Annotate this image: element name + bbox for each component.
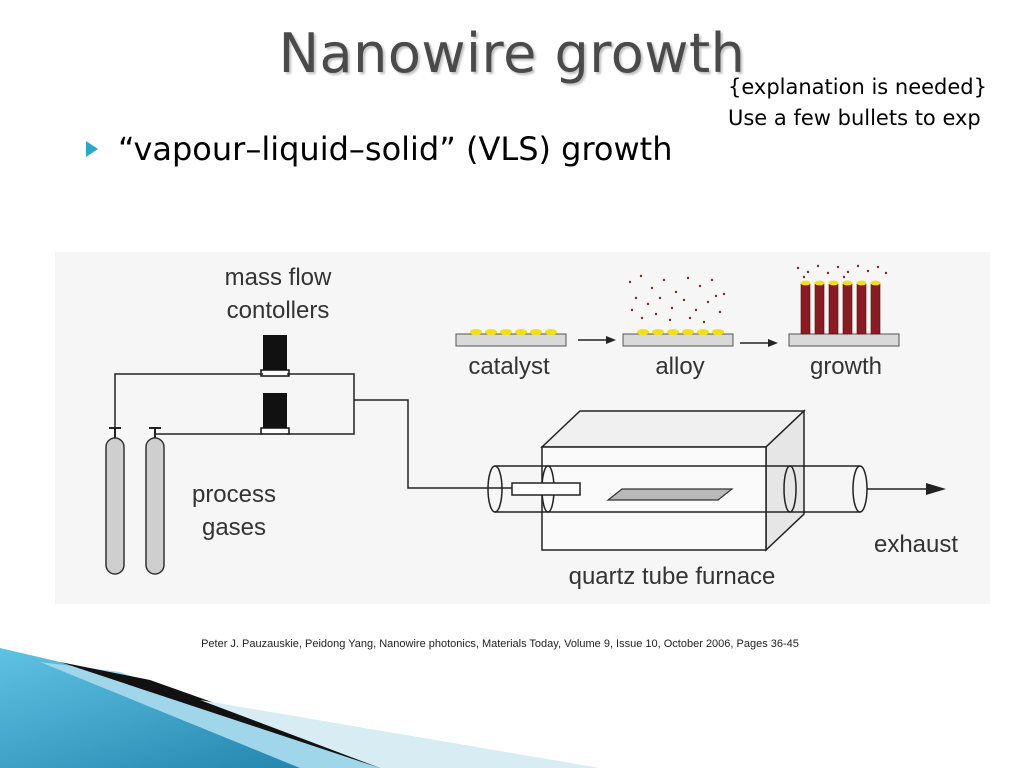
arrow-catalyst-to-alloy [578, 336, 616, 344]
slide-title: Nanowire growth [278, 22, 746, 85]
vapour-particles [628, 274, 726, 324]
arrow-alloy-to-growth [740, 339, 778, 347]
exhaust-arrow [867, 483, 946, 495]
note-line-2: Use a few bullets to exp [728, 106, 981, 130]
footer-black-stripe [60, 662, 380, 768]
alloy-substrate [622, 274, 734, 347]
label-process: process [192, 481, 276, 508]
label-mass-flow-1: mass flow [225, 264, 332, 291]
explanation-note: {explanation is needed} Use a few bullet… [728, 72, 1024, 134]
mass-flow-controller-2 [260, 393, 290, 435]
growth-substrate [788, 264, 900, 347]
note-line-1: {explanation is needed} [728, 75, 987, 99]
bullet-text: “vapour–liquid–solid” (VLS) growth [118, 130, 673, 168]
gas-inlet [511, 482, 581, 496]
footer-light-swoosh [40, 662, 380, 768]
label-growth: growth [810, 353, 882, 380]
label-alloy: alloy [655, 353, 704, 380]
sample-substrate [606, 488, 734, 501]
label-gases: gases [202, 514, 266, 541]
gas-cylinder-2 [145, 427, 165, 575]
quartz-tube [487, 465, 868, 513]
catalyst-substrate [455, 329, 567, 347]
footer-pale-swoosh [200, 700, 600, 768]
label-mass-flow-2: contollers [227, 297, 330, 324]
bullet-arrow-icon [86, 141, 98, 157]
mass-flow-controller-1 [260, 335, 290, 377]
citation: Peter J. Pauzauskie, Peidong Yang, Nanow… [201, 638, 799, 650]
label-catalyst: catalyst [468, 353, 550, 380]
gas-cylinder-1 [105, 427, 125, 575]
bullet-item: “vapour–liquid–solid” (VLS) growth [82, 130, 673, 168]
label-furnace: quartz tube furnace [569, 563, 776, 590]
label-exhaust: exhaust [874, 531, 958, 558]
